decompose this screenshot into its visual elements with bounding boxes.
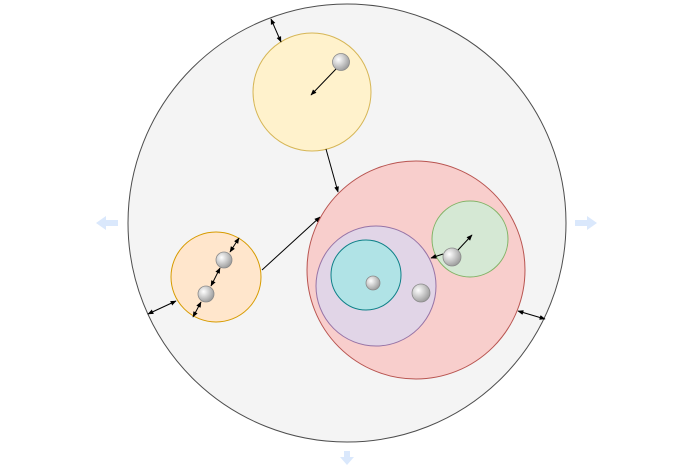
orange-ball-bottom [197,285,215,303]
green-ball [442,247,462,267]
orange-arrow-upper [229,237,240,253]
purple-ball [411,283,431,303]
yellow-to-red-arrow [325,148,339,193]
arrow-left-handle-icon[interactable] [96,216,118,230]
green-to-purple-arrow [430,253,444,259]
yellow-circle[interactable] [252,32,372,152]
cyan-circle[interactable] [330,239,402,311]
yellow-gap-arrow [270,18,282,43]
arrow-down-handle-icon[interactable] [340,451,354,465]
red-gap-arrow [517,310,546,320]
orange-gap-arrow [147,300,177,315]
cyan-ball [365,275,381,291]
yellow-radius-arrow [310,68,337,96]
green-circle[interactable] [431,200,509,278]
orange-arrow-lower [192,301,202,318]
orange-arrow-middle [210,267,221,287]
orange-ball-top [215,251,233,269]
orange-to-red-arrow [261,216,321,271]
green-radius-arrow [457,234,473,251]
yellow-ball [332,53,350,71]
arrow-right-handle-icon[interactable] [575,216,597,230]
